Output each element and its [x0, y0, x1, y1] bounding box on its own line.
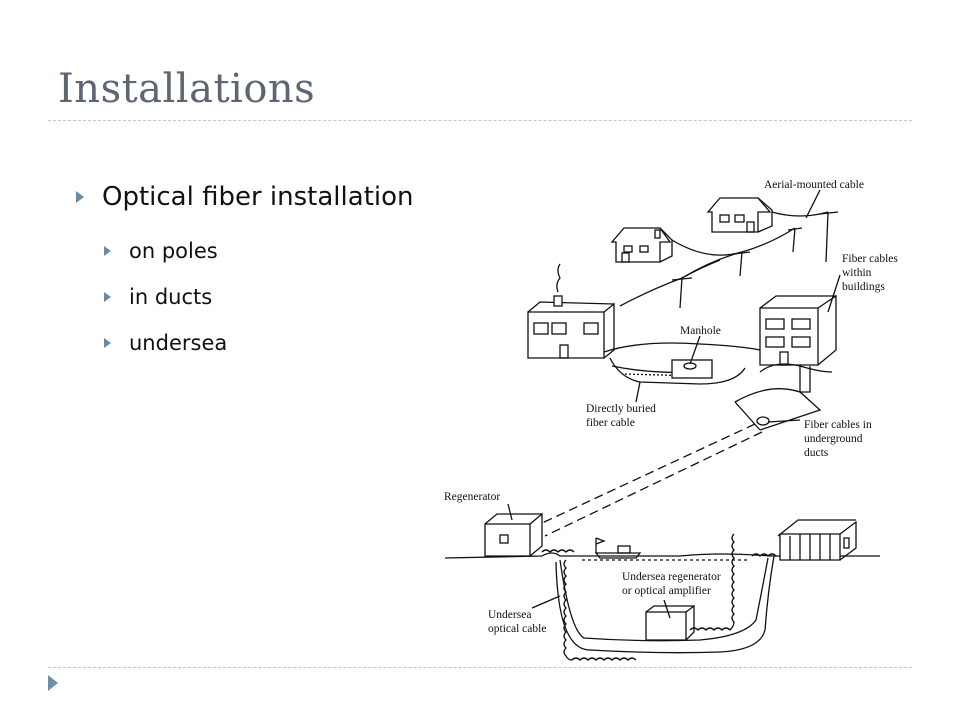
label-ducts: underground: [804, 433, 863, 445]
corner-triangle-icon: [48, 675, 58, 691]
footer-divider: [48, 667, 912, 668]
bullet-triangle-icon: [76, 191, 84, 203]
bullet-triangle-icon: [104, 246, 111, 256]
label-manhole: Manhole: [680, 325, 721, 337]
bullet-sub: undersea: [104, 320, 414, 366]
label-buried: Directly buried: [586, 403, 656, 415]
bullet-sub: on poles: [104, 228, 414, 274]
label-ducts: ducts: [804, 447, 829, 459]
regenerator-box: [484, 512, 543, 557]
slide-title: Installations: [58, 66, 316, 112]
bullet-triangle-icon: [104, 338, 111, 348]
office-building-icon: [759, 294, 837, 366]
bullet-sub-text: undersea: [129, 331, 228, 355]
shore-station-building-icon: [777, 519, 857, 561]
label-ducts: Fiber cables in: [804, 419, 872, 431]
boat-icon: [594, 537, 642, 559]
undersea-regenerator-box: [645, 604, 695, 641]
bullet-sub-text: on poles: [129, 239, 218, 263]
buried-cable-trench: [603, 342, 761, 385]
house-icon: [610, 227, 673, 263]
label-buildings: buildings: [842, 281, 885, 293]
label-undersea-cable: optical cable: [488, 623, 546, 635]
utility-pole-icon: [671, 211, 839, 309]
underground-duct: [539, 363, 833, 537]
bullet-main-text: Optical fiber installation: [102, 182, 414, 212]
label-undersea-regenerator: or optical amplifier: [622, 585, 711, 597]
factory-building-icon: [527, 263, 615, 359]
label-aerial: Aerial-mounted cable: [764, 179, 864, 191]
label-buildings: Fiber cables: [842, 253, 898, 265]
label-undersea-cable: Undersea: [488, 609, 531, 621]
label-undersea-regenerator: Undersea regenerator: [622, 571, 721, 583]
bullet-sub: in ducts: [104, 274, 414, 320]
house-icon: [706, 197, 773, 233]
bullet-list: Optical fiber installation on poles in d…: [76, 178, 414, 366]
bullet-triangle-icon: [104, 292, 111, 302]
label-buildings: within: [842, 267, 872, 279]
title-divider: [48, 120, 912, 121]
label-regenerator: Regenerator: [444, 491, 500, 503]
label-buried: fiber cable: [586, 417, 635, 429]
bullet-sub-text: in ducts: [129, 285, 213, 309]
bullet-main: Optical fiber installation: [76, 178, 414, 216]
